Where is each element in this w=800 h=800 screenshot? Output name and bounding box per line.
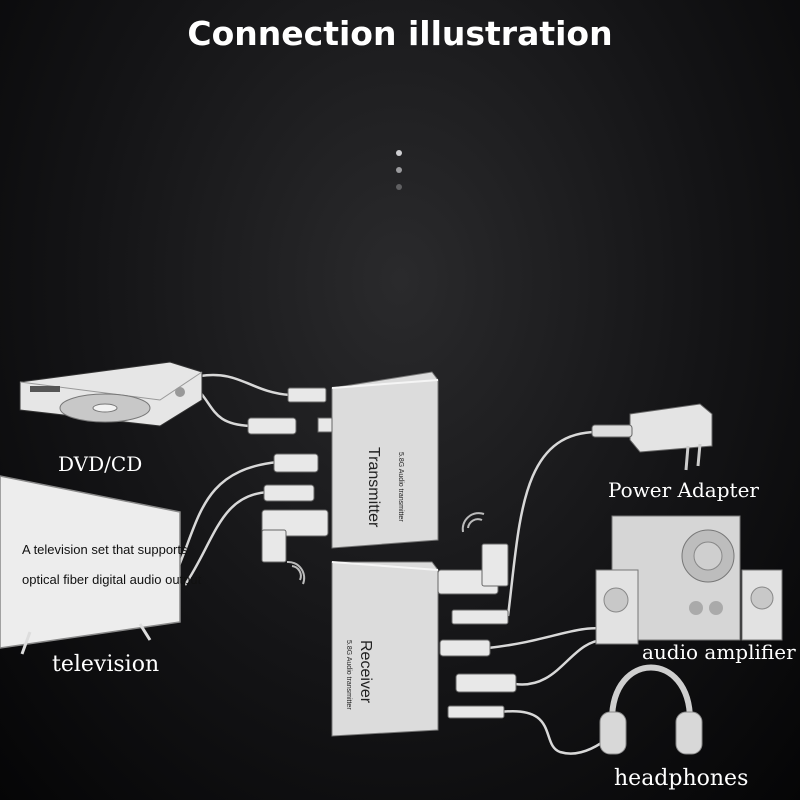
headphone-cable: [499, 709, 613, 755]
carousel-dot[interactable]: [396, 150, 402, 156]
transmitter-device: [331, 371, 439, 549]
carousel-dot[interactable]: [396, 184, 402, 190]
antenna: [481, 543, 509, 587]
page-title: Connection illustration: [187, 14, 613, 53]
transmitter-subtitle: 5.8G Audio transmitter: [397, 452, 404, 522]
coax-plug: [287, 387, 327, 403]
amp-coax-cable: [514, 638, 606, 686]
label-power-adapter: Power Adapter: [608, 478, 759, 502]
label-headphones: headphones: [614, 766, 749, 791]
receiver-connectors: [437, 543, 517, 719]
label-dvd-cd: DVD/CD: [58, 452, 143, 476]
wireless-signal-icon: [286, 512, 485, 585]
power-adapter-icon: [591, 403, 713, 471]
coax-plug: [263, 484, 315, 502]
transmitter-label: Transmitter: [365, 447, 382, 528]
receiver-label: Receiver: [357, 640, 374, 704]
power-cable: [506, 430, 601, 617]
carousel-dots: [396, 150, 406, 201]
antenna: [261, 529, 287, 563]
optical-plug: [247, 417, 297, 435]
power-plug: [451, 609, 509, 625]
headphones-icon: [599, 664, 703, 755]
tv-screen-text-line2: optical fiber digital audio output: [22, 572, 202, 587]
carousel-dot[interactable]: [396, 167, 402, 173]
speaker-system-icon: [595, 515, 783, 645]
dvd-optical-cable: [199, 391, 251, 428]
dvd-player-icon: [19, 361, 203, 427]
receiver-device: [331, 561, 439, 737]
coax-plug: [455, 673, 517, 693]
label-audio-amplifier: audio amplifier: [642, 640, 796, 664]
receiver-subtitle: 5.8G Audio transmitter: [345, 640, 352, 710]
tv-screen-text-line1: A television set that supports: [22, 542, 188, 557]
television-icon: [0, 475, 181, 655]
transmitter-connectors: [247, 387, 333, 563]
tv-optical-cable: [173, 460, 279, 576]
optical-plug: [273, 453, 319, 473]
port: [317, 417, 333, 433]
label-television: television: [52, 652, 160, 677]
audio-jack-plug: [447, 705, 505, 719]
dvd-coax-cable: [199, 373, 291, 397]
optical-plug: [439, 639, 491, 657]
tv-coax-cable: [183, 490, 269, 586]
